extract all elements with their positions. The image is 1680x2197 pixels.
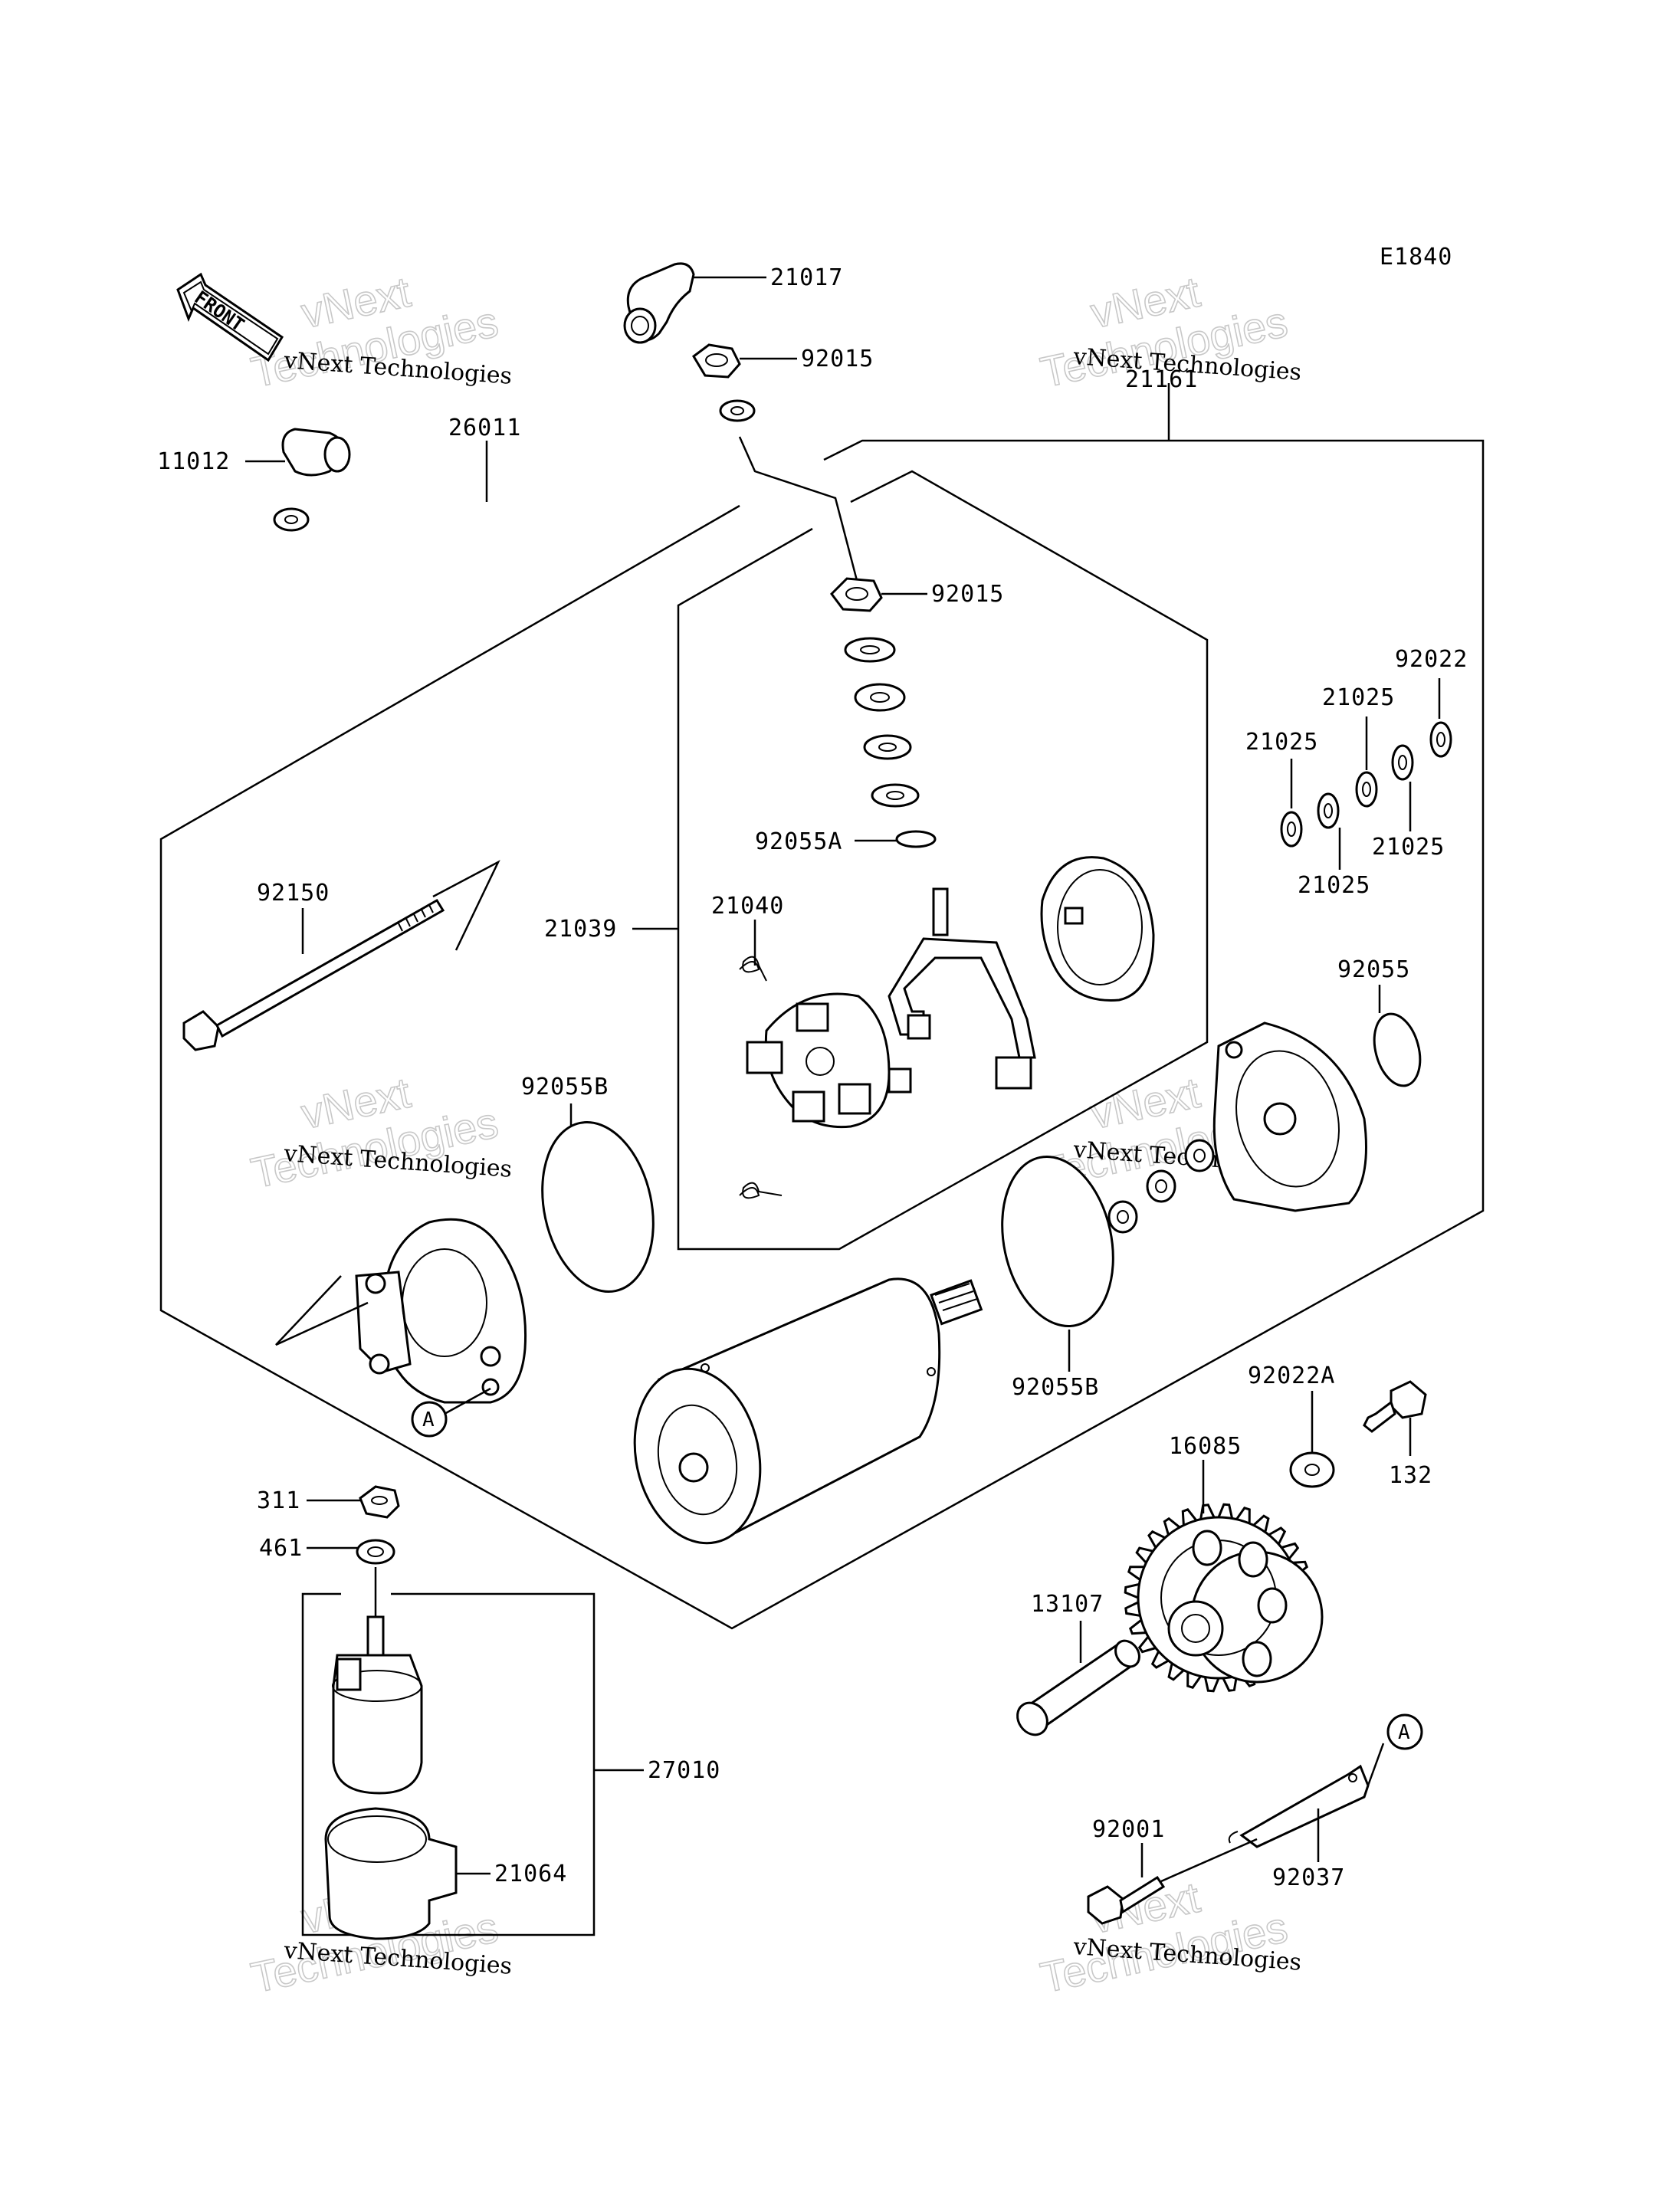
callout-21017: 21017 <box>770 264 843 291</box>
rear-o-ring-part <box>1373 1012 1422 1087</box>
callout-27010: 27010 <box>648 1757 720 1784</box>
callout-92015-top: 92015 <box>801 346 874 372</box>
callout-92055B-right: 92055B <box>1012 1374 1099 1401</box>
terminal-nut-top-part <box>692 343 741 379</box>
solenoid-switch-part <box>332 1615 423 1795</box>
diagram-code: E1840 <box>1380 244 1452 271</box>
brush-lead-part <box>888 887 1036 1090</box>
callout-92055B-left: 92055B <box>521 1074 609 1100</box>
callout-16085: 16085 <box>1169 1433 1242 1460</box>
callout-92022: 92022 <box>1395 646 1468 673</box>
watermark-6: vNext Technologies <box>1035 1872 1291 2002</box>
callout-92037: 92037 <box>1272 1864 1345 1891</box>
solenoid-lock-washer-part <box>356 1539 395 1565</box>
callout-21025-c: 21025 <box>1372 834 1445 861</box>
callout-21039: 21039 <box>544 916 617 943</box>
gear-washer-part <box>1289 1451 1335 1488</box>
solenoid-cover-part <box>324 1807 458 1940</box>
callout-92150: 92150 <box>257 880 330 907</box>
shim-washer-part <box>1107 1139 1215 1234</box>
reference-marker-a-right <box>1386 1713 1423 1750</box>
large-o-ring-left-part <box>541 1120 655 1294</box>
reference-a-right-label: A <box>1398 1721 1410 1744</box>
callout-11012: 11012 <box>157 448 230 475</box>
terminal-boot-part <box>623 262 695 344</box>
bracket-bolt-part <box>1087 1875 1166 1925</box>
brush-assembly-outline <box>677 470 1209 1251</box>
callout-21025-d: 21025 <box>1298 872 1370 899</box>
assembly-outline <box>159 439 1485 1630</box>
gear-shaft-part <box>1016 1639 1140 1736</box>
leader-ref-A-left <box>444 1387 491 1415</box>
magnet-sleeve-part <box>1040 856 1155 1002</box>
callout-92022A: 92022A <box>1248 1362 1335 1389</box>
callout-311: 311 <box>257 1487 300 1514</box>
starter-cable-part <box>273 399 756 532</box>
brush-holder-part <box>746 992 912 1129</box>
solenoid-group-outline <box>301 1592 596 1936</box>
through-bolt-part <box>182 898 445 1051</box>
callout-21025-a: 21025 <box>1322 684 1395 711</box>
callout-461: 461 <box>259 1535 303 1562</box>
leader-ref-A-right <box>1367 1743 1385 1786</box>
solenoid-nut-part <box>359 1485 400 1519</box>
callout-21040: 21040 <box>711 893 784 920</box>
starter-idle-gear-part <box>1124 1503 1324 1693</box>
callout-92055: 92055 <box>1337 956 1410 983</box>
callout-132: 132 <box>1389 1462 1432 1489</box>
leader-cable-to-nut <box>738 436 860 587</box>
cable-cap-part <box>281 428 351 477</box>
terminal-nut-part <box>830 577 883 612</box>
terminal-washer-stack <box>844 637 920 808</box>
front-arrow-icon: FRONT <box>176 272 284 362</box>
motor-yoke-part <box>633 1277 983 1545</box>
callout-21161: 21161 <box>1125 366 1198 393</box>
reference-a-left-label: A <box>422 1408 435 1431</box>
callout-21064: 21064 <box>494 1861 567 1887</box>
callout-13107: 13107 <box>1031 1591 1104 1618</box>
callout-92015-inner: 92015 <box>931 581 1004 608</box>
small-o-ring-part <box>895 830 937 848</box>
leader-cover-bolt-path <box>275 1275 369 1346</box>
reference-marker-a-left <box>411 1401 448 1438</box>
rear-cover-part <box>1212 1021 1367 1212</box>
leader-92001-to-bracket <box>1160 1838 1258 1883</box>
callout-21025-b: 21025 <box>1245 729 1318 756</box>
gear-bolt-part <box>1363 1380 1427 1433</box>
leader-92150-bolt-path <box>432 860 500 951</box>
callout-92001: 92001 <box>1092 1816 1165 1843</box>
thrust-washer-group <box>1280 721 1452 848</box>
cable-clamp-bracket-part <box>1228 1764 1370 1848</box>
large-o-ring-right-part <box>1001 1155 1114 1328</box>
front-cover-part <box>355 1218 527 1404</box>
callout-92055A: 92055A <box>755 828 842 855</box>
callout-26011: 26011 <box>448 415 521 441</box>
